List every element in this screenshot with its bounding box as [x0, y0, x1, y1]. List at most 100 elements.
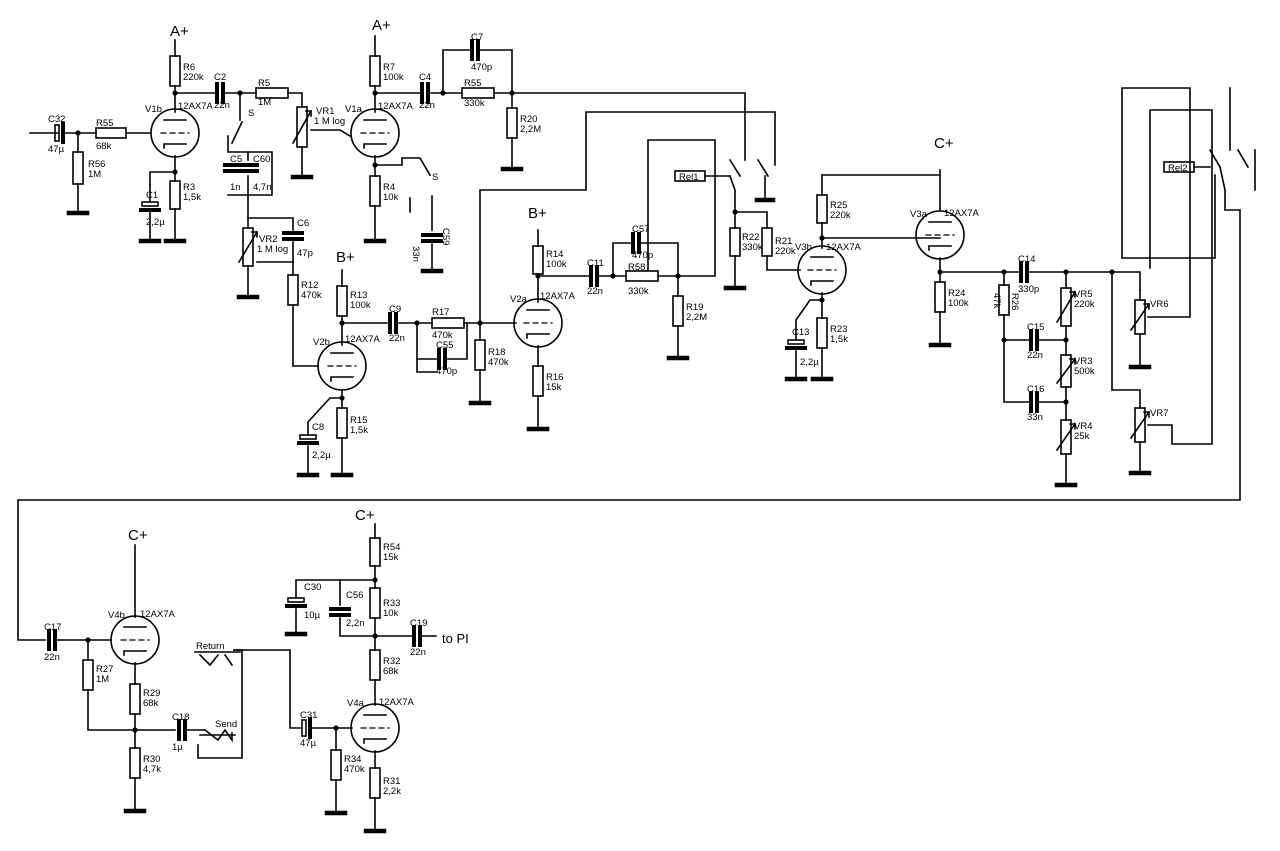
- capacitor-ref-label: C59: [440, 228, 451, 245]
- wire: [638, 242, 679, 277]
- resistor-ref-label: R30: [143, 754, 160, 765]
- resistor-ref-label: R5: [258, 78, 270, 89]
- b-plus-label-1: B+: [528, 205, 547, 222]
- resistor-value-label: 68k: [96, 141, 112, 152]
- capacitor-value-label: 47p: [297, 248, 313, 259]
- wire: [149, 155, 176, 186]
- resistor-value-label: 100k: [948, 298, 969, 309]
- vr7-potentiometer-wiper: [1129, 410, 1151, 440]
- v2b-tube: [317, 341, 367, 391]
- rel1-contact-a: [728, 158, 742, 178]
- vr1-potentiometer: [296, 106, 308, 148]
- v3a-tube: [915, 210, 965, 260]
- r7-resistor: [369, 55, 381, 87]
- wire: [227, 135, 273, 196]
- resistor-value-label: 470k: [344, 764, 365, 775]
- resistor-ref-label: R56: [88, 159, 105, 170]
- tube-ref-label: V2b: [313, 337, 330, 348]
- a-plus-label-1: A+: [170, 23, 189, 40]
- capacitor-value-label: 47µ: [300, 738, 317, 749]
- capacitor-ref-label: C55: [436, 340, 453, 351]
- wire: [223, 653, 234, 667]
- tube-type-label: 12AX7A: [178, 101, 214, 112]
- r32-resistor: [369, 649, 381, 681]
- pot-value-label: 220k: [1074, 299, 1095, 310]
- capacitor-ref-label: C14: [1018, 254, 1035, 265]
- capacitor-ref-label: C8: [312, 422, 324, 433]
- capacitor-ref-label: C18: [172, 712, 189, 723]
- resistor-ref-label: R15: [350, 415, 367, 426]
- v4a-tube: [350, 703, 400, 753]
- wire: [1147, 109, 1213, 445]
- rel1-label: Rel1: [679, 172, 699, 183]
- tube-ref-label: V4a: [347, 698, 365, 709]
- wire: [198, 653, 220, 667]
- switch-s2-label: S: [432, 172, 438, 183]
- vr3-potentiometer-arrow: [1069, 358, 1076, 365]
- resistor-value-label: 10k: [383, 192, 399, 203]
- wire: [442, 49, 471, 94]
- output-to-pi-label: to PI: [442, 631, 469, 646]
- vr6-potentiometer-arrow: [1143, 303, 1150, 310]
- wire: [728, 174, 736, 213]
- wire: [493, 92, 746, 109]
- resistor-ref-label: R29: [143, 688, 160, 699]
- wire: [795, 299, 823, 341]
- wire: [310, 129, 352, 138]
- vr3-potentiometer: [1060, 354, 1072, 388]
- pot-ref-label: VR3: [1074, 356, 1092, 367]
- resistor-ref-label: R3: [183, 182, 195, 193]
- c-plus-label-1: C+: [934, 135, 954, 152]
- r34-resistor: [330, 749, 342, 781]
- capacitor-value-label: 2,2n: [346, 618, 365, 629]
- junction-dot: [132, 727, 138, 733]
- a-plus-label-2: A+: [372, 17, 391, 34]
- r26-resistor: [998, 284, 1010, 316]
- r14-resistor: [532, 245, 544, 275]
- v3b-tube: [797, 245, 847, 295]
- resistor-ref-label: R17: [432, 307, 449, 318]
- resistor-ref-label: R55: [96, 118, 113, 129]
- resistor-value-label: 47k: [991, 293, 1002, 309]
- v1a-tube: [350, 108, 400, 158]
- rel2-label: Rel2: [1168, 163, 1188, 174]
- r5-resistor: [255, 87, 289, 99]
- r12-resistor: [287, 274, 299, 306]
- resistor-value-label: 68k: [383, 666, 399, 677]
- pot-value-label: 1 M log: [257, 244, 288, 255]
- resistor-value-label: 470k: [432, 330, 453, 341]
- capacitor-ref-label: C4: [419, 72, 431, 83]
- resistor-ref-label: R58: [628, 262, 645, 273]
- c30-capacitor: [287, 597, 305, 603]
- resistor-value-label: 1M: [258, 97, 271, 108]
- v3b-tube-cathode: [810, 280, 834, 286]
- capacitor-value-label: 22n: [419, 100, 435, 111]
- wire: [647, 139, 716, 277]
- wire: [444, 322, 468, 360]
- r29-resistor: [129, 683, 141, 715]
- pot-ref-label: VR1: [316, 106, 334, 117]
- capacitor-value-label: 47µ: [48, 144, 65, 155]
- capacitor-ref-label: C57: [632, 224, 649, 235]
- vr1-potentiometer-wiper: [291, 109, 313, 145]
- schematic-components: [47, 39, 1250, 834]
- resistor-ref-label: R33: [383, 598, 400, 609]
- r17-resistor: [431, 317, 465, 329]
- wire: [233, 649, 301, 729]
- resistor-ref-label: R55: [464, 78, 481, 89]
- vr1-potentiometer-arrow: [305, 110, 312, 117]
- capacitor-value-label: 470p: [632, 250, 653, 261]
- resistor-ref-label: R14: [546, 249, 563, 260]
- resistor-value-label: 220k: [183, 72, 204, 83]
- resistor-value-label: 1,5k: [830, 334, 848, 345]
- capacitor-ref-label: C13: [792, 327, 809, 338]
- v3a-tube-cathode: [928, 245, 952, 251]
- v2b-tube-cathode: [330, 376, 354, 382]
- pot-value-label: 25k: [1074, 431, 1090, 442]
- resistor-ref-label: R32: [383, 656, 400, 667]
- resistor-value-label: 470k: [301, 290, 322, 301]
- tube-ref-label: V3a: [910, 209, 928, 220]
- wire: [416, 322, 438, 373]
- resistor-value-label: 100k: [383, 72, 404, 83]
- r58-resistor: [625, 270, 659, 282]
